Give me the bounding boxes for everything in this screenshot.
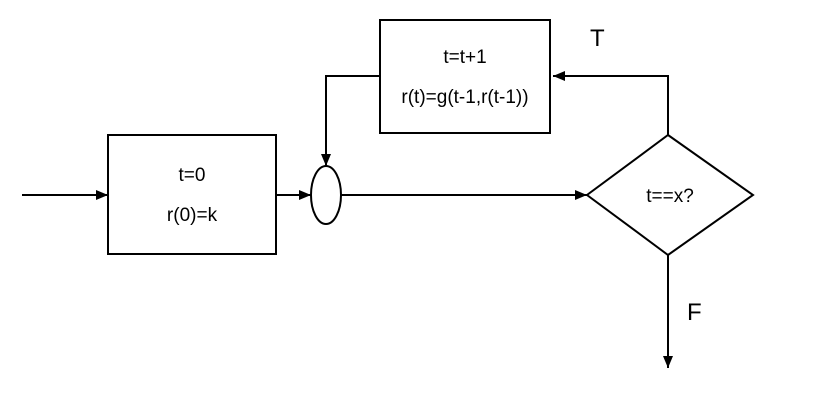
true-branch-arrow — [553, 71, 669, 135]
update-box-line1: t=t+1 — [443, 47, 486, 68]
false-label: F — [687, 299, 702, 326]
init-box-line1: t=0 — [179, 165, 206, 186]
update-box-line2: r(t)=g(t-1,r(t-1)) — [401, 87, 528, 108]
junction-node — [310, 165, 342, 225]
decision-label: t==x? — [646, 186, 694, 207]
update-box — [379, 19, 551, 134]
loop-back-arrow — [321, 75, 380, 166]
init-box-line2: r(0)=k — [167, 205, 218, 226]
init-box — [107, 134, 277, 255]
true-label: T — [590, 25, 605, 52]
